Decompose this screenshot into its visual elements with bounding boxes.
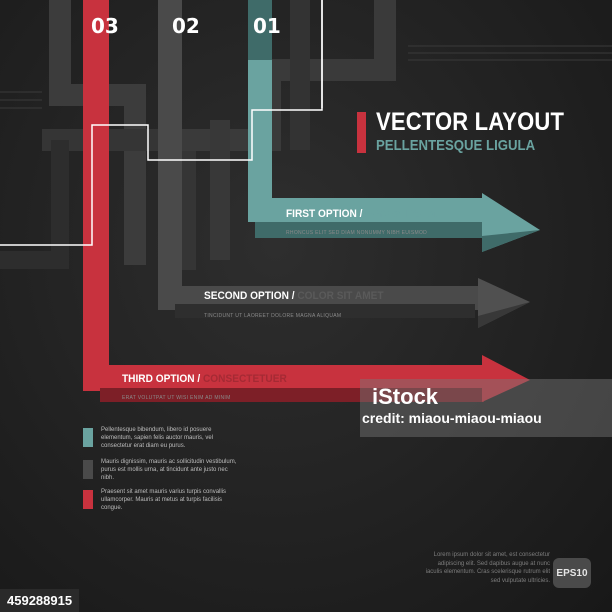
option-3-title: THIRD OPTION [122,373,195,385]
watermark-credit: credit: miaou-miaou-miaou [362,410,542,426]
option-2-separator: / [291,290,295,302]
eps-badge: EPS10 [553,558,591,588]
stock-id-badge: 459288915 [0,589,80,612]
gray-option-pipe [158,0,530,328]
option-2-label: SECOND OPTION / COLOR SIT AMET [204,290,384,302]
option-1-label: FIRST OPTION / LOREM IPSUM [286,208,437,220]
legend-swatch-red [83,490,93,509]
column-number-02: 02 [172,14,200,38]
legend-text-teal: Pellentesque bibendum, libero id posuere… [101,427,214,449]
option-1-description: RHONCUS ELIT SED DIAM NONUMMY NIBH EUISM… [286,230,428,236]
white-connector-lines [0,0,323,246]
column-number-03: 03 [91,14,119,38]
option-3-label: THIRD OPTION / CONSECTETUER [122,373,287,385]
page-subtitle: PELLENTESQUE LIGULA [376,137,536,154]
legend-swatch-teal [83,428,93,447]
watermark-logo: iStock [372,384,439,409]
watermark-band [360,379,612,437]
option-1-subtitle: LOREM IPSUM [365,208,437,220]
option-3-subtitle: CONSECTETUER [202,373,287,385]
column-number-01: 01 [253,14,281,38]
option-1-title: FIRST OPTION [286,208,357,220]
option-1-separator: / [359,208,363,220]
option-2-subtitle: COLOR SIT AMET [297,290,384,302]
option-2-title: SECOND OPTION [204,290,289,302]
title-accent-bar [357,112,366,153]
legend-swatch-gray [83,460,93,479]
footer-text: Lorem ipsum dolor sit amet, est consecte… [425,552,550,584]
page-title: VECTOR LAYOUT [376,108,565,136]
option-2-description: TINCIDUNT UT LAOREET DOLORE MAGNA ALIQUA… [204,313,342,319]
option-3-description: ERAT VOLUTPAT UT WISI ENIM AD MINIM [122,395,231,401]
red-option-pipe [83,0,530,402]
legend-text-red: Praesent sit amet mauris varius turpis c… [101,489,227,511]
legend-text-gray: Mauris dignissim, mauris ac sollicitudin… [101,459,237,481]
option-3-separator: / [197,373,201,385]
decor-lines [0,45,612,109]
red-arrow-head [482,355,530,402]
